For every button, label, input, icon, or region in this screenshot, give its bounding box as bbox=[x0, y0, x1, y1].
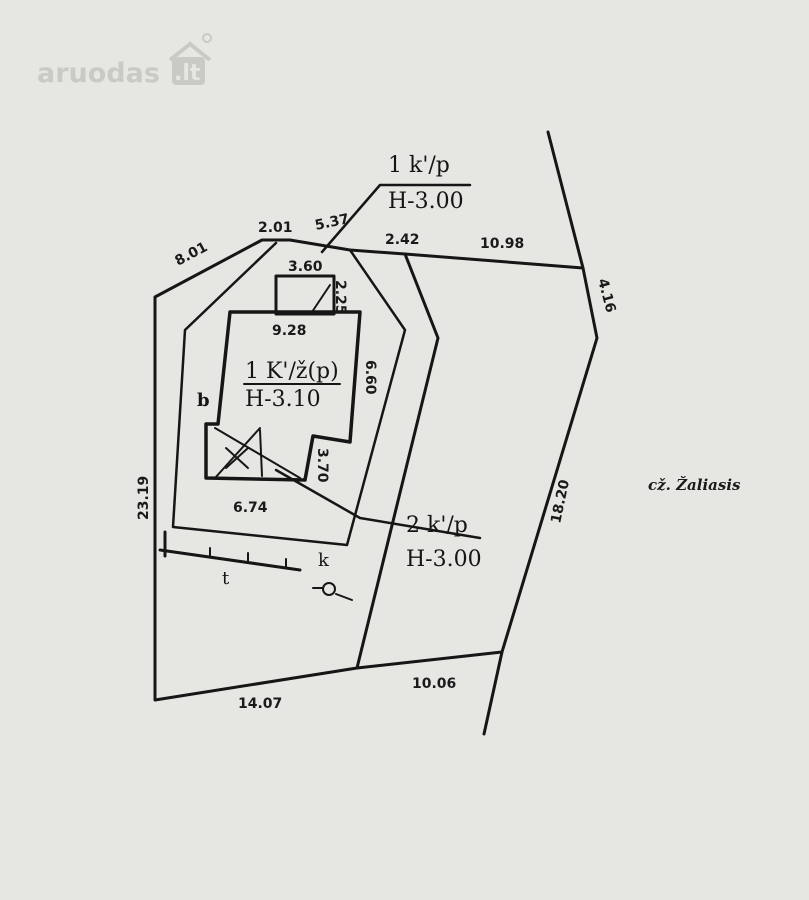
dim-2-25: 2.25 bbox=[332, 280, 348, 315]
annex-diagonal bbox=[311, 284, 331, 313]
dim-10-98: 10.98 bbox=[480, 236, 524, 252]
road-line-south bbox=[482, 650, 504, 736]
lane-line bbox=[355, 252, 440, 670]
dim-23-19: 23.19 bbox=[136, 476, 152, 520]
marker-b: b bbox=[197, 390, 210, 411]
dim-4-16: 4.16 bbox=[594, 277, 618, 315]
road-line-north bbox=[546, 130, 585, 270]
building-annex-top bbox=[274, 274, 336, 316]
leader-line-lower bbox=[274, 468, 482, 540]
watermark-tld: .lt bbox=[174, 61, 201, 86]
dim-5-37: 5.37 bbox=[314, 211, 351, 234]
watermark-badge bbox=[172, 57, 205, 85]
dim-3-70: 3.70 bbox=[314, 448, 330, 483]
dim-6-74: 6.74 bbox=[233, 500, 268, 516]
dim-2-42: 2.42 bbox=[385, 232, 420, 248]
fence-t-marker bbox=[158, 530, 302, 572]
marker-t: t bbox=[222, 568, 230, 589]
label-top-building-2: H-3.00 bbox=[388, 189, 464, 214]
leader-line-top bbox=[320, 183, 472, 254]
label-top-building-1: 1 k'/p bbox=[388, 153, 450, 178]
label-main-building-1: 1 K'/ž(p) bbox=[245, 359, 339, 384]
label-main-building-2: H-3.10 bbox=[245, 387, 321, 412]
dim-2-01: 2.01 bbox=[258, 220, 293, 236]
dim-14-07: 14.07 bbox=[238, 696, 282, 712]
building-main bbox=[204, 310, 362, 482]
building-annex-crossed bbox=[214, 427, 301, 479]
watermark-roof-icon bbox=[168, 41, 212, 62]
watermark-brand: aruodas bbox=[37, 58, 160, 89]
marker-k: k bbox=[318, 550, 330, 571]
well-k-icon bbox=[312, 582, 353, 601]
dim-9-28: 9.28 bbox=[272, 323, 307, 339]
watermark-dot-icon bbox=[202, 33, 212, 43]
dim-3-60: 3.60 bbox=[288, 259, 323, 275]
dim-8-01: 8.01 bbox=[172, 239, 210, 269]
dim-10-06: 10.06 bbox=[412, 676, 456, 692]
street-label: cž. Žaliasis bbox=[648, 476, 741, 494]
dim-6-60: 6.60 bbox=[362, 360, 378, 395]
label-lower-building-1: 2 k'/p bbox=[406, 513, 468, 538]
label-lower-building-2: H-3.00 bbox=[406, 547, 482, 572]
yard-fence bbox=[171, 241, 407, 547]
watermark-logo: aruodas .lt bbox=[37, 33, 212, 89]
